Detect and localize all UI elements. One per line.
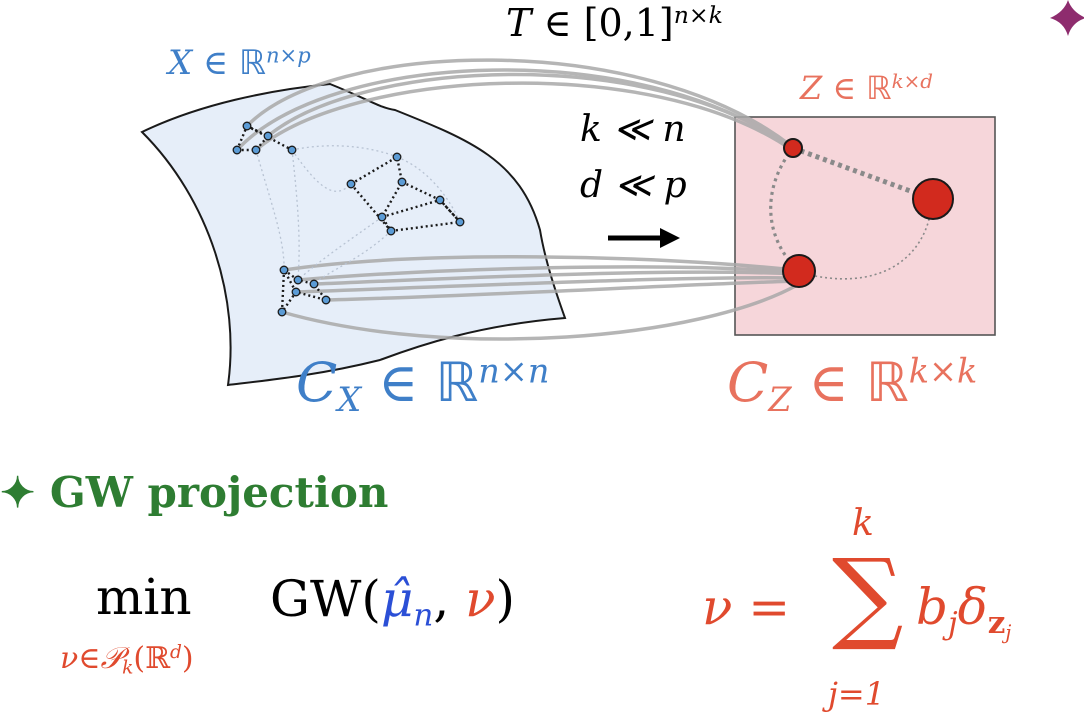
- cx-exp: n×n: [478, 351, 550, 391]
- x-label: X ∈ ℝn×p: [168, 43, 311, 83]
- cx-in: ∈: [361, 351, 436, 414]
- objective-constraint: ν∈𝒫k(ℝd): [60, 641, 194, 677]
- data-point: [232, 145, 242, 155]
- empirical-measure: μ̂: [380, 570, 414, 628]
- gw-close: ): [495, 570, 516, 628]
- cz-sub: Z: [768, 380, 792, 420]
- section-heading: ✦ GW projection: [0, 472, 388, 514]
- cx-bb: ℝ: [435, 351, 479, 414]
- sigma-icon: ∑: [832, 537, 904, 654]
- embedding-node-large: [912, 178, 954, 220]
- sum-lhs: ν =: [702, 578, 791, 636]
- z-label: Z ∈ ℝk×d: [800, 72, 933, 104]
- x-in: ∈: [192, 43, 240, 83]
- section-title: GW projection: [49, 468, 389, 517]
- transport-var: T: [506, 1, 532, 45]
- data-point: [287, 145, 297, 155]
- weight-b: b: [916, 578, 949, 636]
- data-point: [455, 217, 465, 227]
- transport-curves-top: [235, 58, 794, 152]
- constraint-open: (ℝ: [133, 641, 170, 676]
- data-manifold: [140, 82, 567, 387]
- transport-exp: n×k: [673, 1, 723, 30]
- dirac-z-sub: j: [1005, 621, 1012, 645]
- right-arrow-icon: [608, 228, 680, 248]
- data-point: [293, 275, 303, 285]
- manifold-points: [232, 121, 465, 317]
- data-point: [277, 307, 287, 317]
- data-point: [377, 212, 387, 222]
- objective-gw: GW(μ̂n, ν): [270, 574, 515, 631]
- transport-in: ∈: [531, 1, 584, 45]
- cz-in: ∈: [791, 351, 866, 414]
- dirac-delta: δ: [957, 578, 988, 636]
- constraint-sub: k: [122, 657, 134, 679]
- data-point: [392, 152, 402, 162]
- z-exp: k×d: [891, 70, 933, 94]
- gw-open: GW(: [270, 570, 381, 628]
- embedding-nodes: [782, 138, 954, 288]
- data-point: [309, 279, 319, 289]
- embedding-node-small: [783, 138, 803, 158]
- cx-label: CX ∈ ℝn×n: [296, 354, 549, 416]
- sum-term: bjδzj: [916, 582, 1011, 642]
- z-in: ∈: [822, 69, 867, 107]
- cz-var: C: [727, 351, 769, 414]
- transport-plan-label: T ∈ [0,1]n×k: [506, 1, 723, 45]
- condition-d: d ≪ p: [580, 165, 687, 206]
- corner-star-icon: [1050, 0, 1084, 36]
- constraint-close: ): [181, 641, 194, 676]
- x-var: X: [168, 43, 193, 83]
- data-point: [321, 295, 331, 305]
- cz-bb: ℝ: [865, 351, 909, 414]
- dirac-z: zj: [987, 605, 1012, 645]
- transport-curves-bottom: [281, 255, 800, 341]
- data-point: [291, 287, 301, 297]
- cz-label: CZ ∈ ℝk×k: [727, 354, 977, 416]
- embedding-box: [734, 116, 996, 336]
- sum-lower: j=1: [828, 675, 886, 713]
- four-point-star-icon: ✦: [0, 468, 36, 517]
- data-point: [242, 121, 252, 131]
- x-bb: ℝ: [239, 43, 266, 83]
- condition-k: k ≪ n: [580, 109, 686, 150]
- transport-set: [0,1]: [583, 1, 674, 45]
- z-var: Z: [800, 69, 823, 107]
- data-point: [435, 195, 445, 205]
- embedding-edge-right: [814, 198, 933, 280]
- cz-exp: k×k: [908, 351, 978, 391]
- embedding-node-medium: [782, 254, 816, 288]
- weight-sub: j: [948, 605, 958, 642]
- cx-sub: X: [337, 380, 362, 420]
- empirical-sub: n: [413, 597, 434, 634]
- cx-var: C: [296, 351, 338, 414]
- target-measure: ν: [465, 570, 496, 628]
- data-point: [251, 145, 261, 155]
- data-point: [346, 179, 356, 189]
- data-point: [279, 265, 289, 275]
- sum-upper: k: [852, 503, 874, 544]
- data-point: [263, 131, 273, 141]
- objective-min: min: [96, 568, 192, 626]
- manifold-graph-edges: [255, 145, 461, 285]
- constraint-exp: d: [170, 641, 182, 663]
- embedding-edge-thick: [792, 145, 933, 202]
- gw-comma: ,: [433, 570, 466, 628]
- x-exp: n×p: [265, 42, 311, 68]
- constraint-set: ν∈𝒫: [60, 641, 123, 676]
- z-bb: ℝ: [866, 69, 892, 107]
- data-point: [386, 226, 396, 236]
- dirac-z-text: z: [987, 605, 1006, 642]
- data-point: [397, 177, 407, 187]
